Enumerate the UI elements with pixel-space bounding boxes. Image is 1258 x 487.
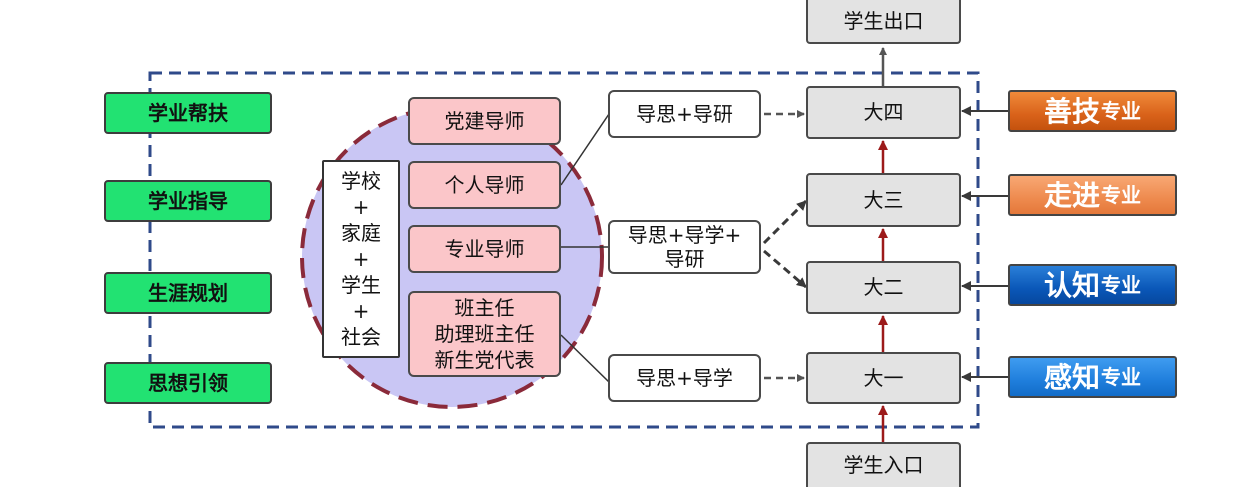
major-skill-box: 善技专业 <box>1008 90 1177 132</box>
class-advisor-line-3: 新生党代表 <box>434 348 535 372</box>
major-cognition-box: 认知专业 <box>1008 264 1177 306</box>
party-mentor-box: 党建导师 <box>408 97 561 145</box>
left-item-career-planning: 生涯规划 <box>104 272 272 314</box>
guidance-bottom-box: 导思+导学 <box>608 354 761 402</box>
year-1-box: 大一 <box>806 352 961 404</box>
major-enter-small: 专业 <box>1101 182 1141 207</box>
guidance-middle-box: 导思+导学+ 导研 <box>608 220 761 274</box>
guidance-middle-line-1: 导思+导学+ <box>627 223 742 247</box>
student-exit-box: 学生出口 <box>806 0 961 44</box>
class-advisor-line-1: 班主任 <box>454 296 515 320</box>
link-class-to-bottom <box>560 334 610 383</box>
year-2-box: 大二 <box>806 261 961 314</box>
left-item-academic-support: 学业帮扶 <box>104 92 272 134</box>
stakeholder-stack: 学校 + 家庭 + 学生 + 社会 <box>322 160 400 358</box>
major-enter-box: 走进专业 <box>1008 174 1177 216</box>
left-item-academic-guidance: 学业指导 <box>104 180 272 222</box>
stack-plus-1: + <box>352 195 370 219</box>
major-skill-small: 专业 <box>1101 98 1141 123</box>
stack-family: 家庭 <box>341 221 381 245</box>
major-perception-box: 感知专业 <box>1008 356 1177 398</box>
stack-society: 社会 <box>341 325 381 349</box>
year-3-box: 大三 <box>806 173 961 227</box>
class-advisor-line-2: 助理班主任 <box>434 322 535 346</box>
stack-student: 学生 <box>341 273 381 297</box>
year-4-box: 大四 <box>806 86 961 139</box>
major-perception-small: 专业 <box>1101 364 1141 389</box>
major-mentor-box: 专业导师 <box>408 225 561 273</box>
major-enter-big: 走进 <box>1043 178 1100 212</box>
arrow-middle-to-y3 <box>762 199 808 245</box>
dashed-frame <box>148 71 980 429</box>
stack-school: 学校 <box>341 169 381 193</box>
class-advisor-box: 班主任 助理班主任 新生党代表 <box>408 291 561 377</box>
left-item-ideological-leadership: 思想引领 <box>104 362 272 404</box>
student-entry-box: 学生入口 <box>806 442 961 487</box>
major-skill-big: 善技 <box>1043 94 1100 128</box>
guidance-middle-line-2: 导研 <box>664 247 705 271</box>
major-perception-big: 感知 <box>1043 360 1100 394</box>
link-personal-to-top <box>560 113 610 186</box>
stack-plus-3: + <box>352 299 370 323</box>
personal-mentor-box: 个人导师 <box>408 161 561 209</box>
major-cognition-big: 认知 <box>1043 268 1100 302</box>
guidance-top-box: 导思+导研 <box>608 90 761 138</box>
arrow-middle-to-y2 <box>763 249 807 289</box>
major-cognition-small: 专业 <box>1101 272 1141 297</box>
stack-plus-2: + <box>352 247 370 271</box>
